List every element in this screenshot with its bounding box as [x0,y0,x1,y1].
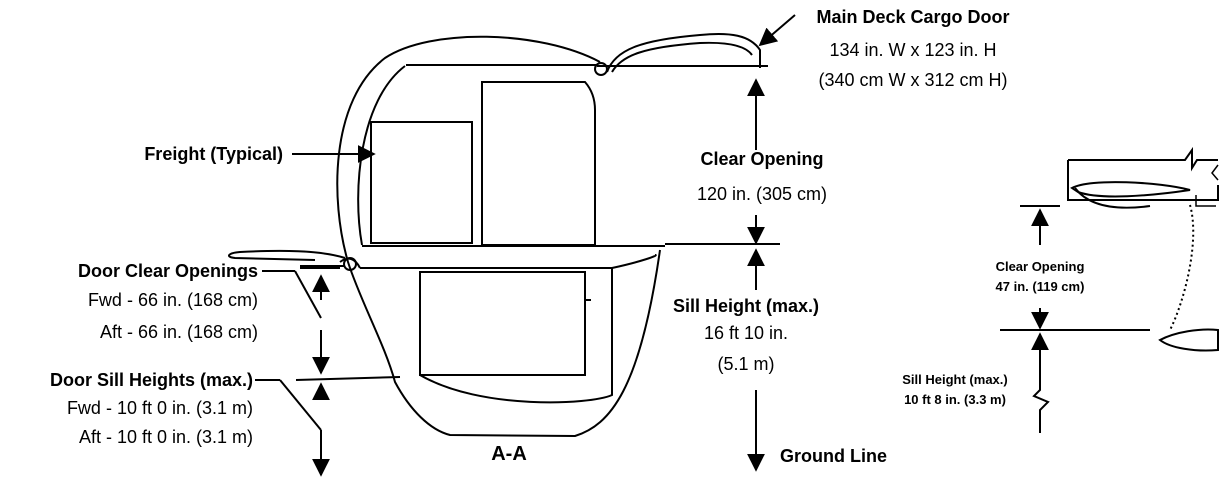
door-clear-openings-title: Door Clear Openings [78,261,258,281]
clear-opening-value: 120 in. (305 cm) [697,184,827,204]
main-cargo-door [594,32,761,76]
detail-clear-opening-title: Clear Opening [996,259,1085,274]
door-clear-openings-fwd: Fwd - 66 in. (168 cm) [88,290,258,310]
lower-cargo-door [228,249,357,271]
ground-line-label: Ground Line [780,446,887,466]
door-sill-heights-aft: Aft - 10 ft 0 in. (3.1 m) [79,427,253,447]
main-door-size-in: 134 in. W x 123 in. H [829,40,996,60]
freight-boxes [370,81,596,376]
door-clear-openings-aft: Aft - 66 in. (168 cm) [100,322,258,342]
main-door-size-cm: (340 cm W x 312 cm H) [818,70,1007,90]
main-door-leader [758,14,796,47]
freight-box-right [481,81,596,246]
sill-height-value-m: (5.1 m) [717,354,774,374]
sill-height-value-ft: 16 ft 10 in. [704,323,788,343]
lower-freight-box [419,271,586,376]
door-sill-heights-fwd: Fwd - 10 ft 0 in. (3.1 m) [67,398,253,418]
detail-clear-opening-value: 47 in. (119 cm) [996,279,1085,294]
section-label: A-A [491,443,527,465]
door-sill-heights-title: Door Sill Heights (max.) [50,370,253,390]
lower-deck-ceiling [360,267,613,404]
fuselage-outer-skin [336,35,661,438]
main-door-title: Main Deck Cargo Door [816,7,1009,27]
freight-box-left [370,121,473,244]
freight-label: Freight (Typical) [144,144,283,164]
detail-view [1000,146,1219,433]
detail-sill-title: Sill Height (max.) [902,372,1007,387]
clear-opening-title: Clear Opening [700,149,823,169]
detail-sill-value: 10 ft 8 in. (3.3 m) [904,392,1006,407]
sill-height-title: Sill Height (max.) [673,296,819,316]
